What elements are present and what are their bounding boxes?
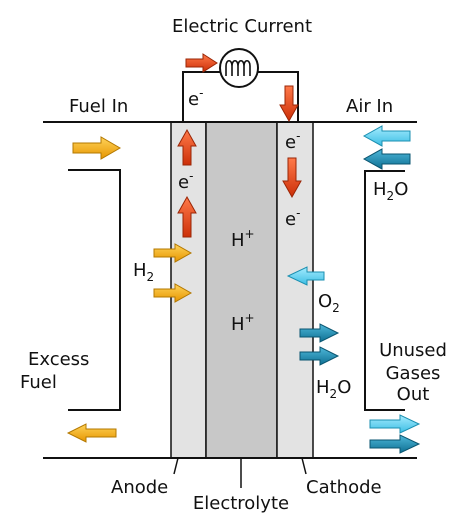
excess-fuel-arrow	[66, 423, 117, 443]
electrolyte-label: Electrolyte	[193, 493, 289, 514]
oxygen-label: O2	[318, 291, 340, 315]
fuel-in-arrow	[72, 136, 121, 160]
cathode-tick	[301, 457, 307, 475]
air-in-label: Air In	[346, 96, 393, 117]
external-circuit	[182, 71, 220, 122]
electron-label-circuit: e-	[188, 86, 203, 110]
electron-arrow-cathode-down-2	[282, 157, 302, 199]
electron-label-cathode-1: e-	[285, 129, 300, 153]
excess-fuel-label-1: Excess	[28, 349, 89, 370]
water-in-arrow	[362, 148, 411, 170]
unused-gases-label-2: Gases	[386, 363, 441, 384]
h2-arrow-1	[153, 243, 193, 263]
water-label-top: H2O	[373, 179, 408, 203]
fuel-channel-wall	[68, 169, 121, 411]
proton-label-2: H+	[231, 311, 255, 335]
electron-label-cathode-2: e-	[285, 206, 300, 230]
hydrogen-label: H2	[133, 260, 154, 284]
proton-label-1: H+	[231, 227, 255, 251]
electron-arrow-anode-up-2	[177, 195, 197, 238]
anode-tick	[173, 457, 179, 475]
water-arrow-2	[299, 346, 340, 366]
electron-arrow-circuit	[185, 53, 218, 73]
electron-label-anode: e-	[178, 169, 193, 193]
electrolyte-layer	[205, 121, 278, 459]
cathode-label: Cathode	[306, 477, 382, 498]
unused-gas-arrow-2	[369, 434, 421, 454]
fuel-in-label: Fuel In	[69, 96, 128, 117]
air-channel-wall	[364, 170, 405, 411]
excess-fuel-label-2: Fuel	[20, 372, 57, 393]
o2-arrow	[286, 266, 325, 286]
unused-gases-label-3: Out	[397, 384, 430, 405]
unused-gas-arrow-1	[369, 414, 421, 434]
air-in-arrow	[362, 125, 411, 147]
water-label-cathode: H2O	[316, 377, 351, 401]
water-arrow-1	[299, 323, 340, 343]
electron-arrow-cathode-down-1	[279, 85, 299, 123]
anode-label: Anode	[111, 477, 168, 498]
electron-arrow-anode-up-1	[177, 128, 197, 166]
unused-gases-label-1: Unused	[379, 340, 447, 361]
electric-current-label: Electric Current	[172, 16, 312, 37]
h2-arrow-2	[153, 283, 193, 303]
bulb-icon	[219, 48, 259, 88]
